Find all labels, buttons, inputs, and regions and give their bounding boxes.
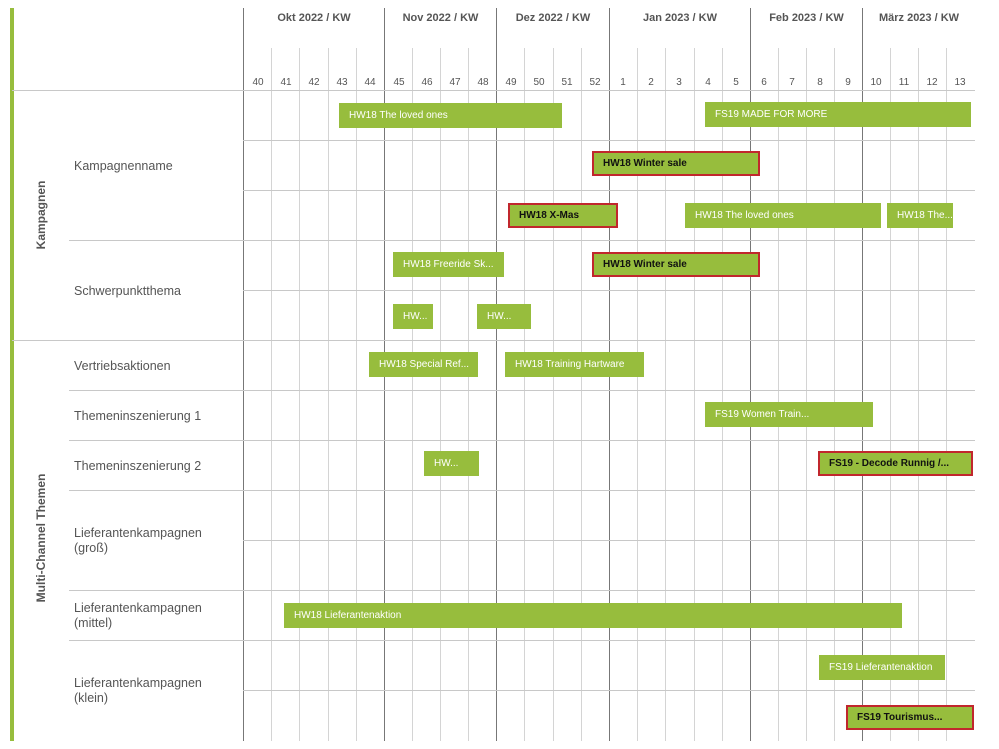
week-label: 11: [898, 77, 910, 88]
week-label: 52: [589, 77, 601, 88]
grid-line-week: [328, 48, 329, 741]
grid-line-row: [243, 690, 975, 691]
campaign-bar-hw-small-3[interactable]: HW...: [424, 451, 479, 476]
grid-line-week: [834, 48, 835, 741]
campaign-bar-fs19-lieferantenaktion[interactable]: FS19 Lieferantenaktion: [819, 655, 945, 680]
accent-bar: [10, 8, 14, 741]
grid-line-week: [299, 48, 300, 741]
week-label: 9: [845, 77, 851, 88]
campaign-bar-hw-small-2[interactable]: HW...: [477, 304, 531, 329]
campaign-bar-fs19-made-for-more[interactable]: FS19 MADE FOR MORE: [705, 102, 971, 127]
campaign-bar-hw18-loved-ones[interactable]: HW18 The loved ones: [339, 103, 562, 128]
week-label: 49: [505, 77, 517, 88]
grid-line-row: [243, 540, 975, 541]
week-label: 12: [926, 77, 938, 88]
grid-line-week: [778, 48, 779, 741]
grid-line-row: [243, 190, 975, 191]
month-header-jan: Jan 2023 / KW: [643, 12, 717, 24]
week-label: 45: [393, 77, 405, 88]
row-label-lieferantenkampagnen-klein: Lieferantenkampagnen (klein): [74, 676, 202, 705]
grid-line-week: [722, 48, 723, 741]
grid-line-week: [581, 48, 582, 741]
week-label: 8: [817, 77, 823, 88]
month-header-dez: Dez 2022 / KW: [515, 12, 591, 24]
grid-line-week: [918, 48, 919, 741]
grid-line-group: [12, 340, 975, 341]
campaign-bar-hw18-freeride[interactable]: HW18 Freeride Sk...: [393, 252, 504, 277]
grid-line-week: [468, 48, 469, 741]
week-label: 46: [421, 77, 433, 88]
grid-line-row: [69, 640, 975, 641]
grid-line-row: [69, 490, 975, 491]
grid-line-row: [69, 590, 975, 591]
week-label: 4: [705, 77, 711, 88]
week-label: 2: [648, 77, 654, 88]
grid-line-week: [694, 48, 695, 741]
grid-line-row: [243, 140, 975, 141]
campaign-bar-hw18-lieferantenaktion[interactable]: HW18 Lieferantenaktion: [284, 603, 902, 628]
week-label: 10: [870, 77, 882, 88]
campaign-bar-fs19-tourismus[interactable]: FS19 Tourismus...: [846, 705, 974, 730]
campaign-bar-hw18-the-truncated[interactable]: HW18 The...: [887, 203, 953, 228]
group-label-multichannel: Multi-Channel Themen: [34, 473, 48, 603]
campaign-bar-hw18-special-ref[interactable]: HW18 Special Ref...: [369, 352, 478, 377]
week-label: 41: [280, 77, 292, 88]
row-label-lieferantenkampagnen-mittel: Lieferantenkampagnen (mittel): [74, 601, 202, 630]
campaign-bar-hw18-winter-sale[interactable]: HW18 Winter sale: [592, 151, 760, 176]
week-label: 47: [449, 77, 461, 88]
week-label: 3: [676, 77, 682, 88]
grid-line-row: [69, 240, 975, 241]
week-label: 42: [308, 77, 320, 88]
week-label: 51: [561, 77, 573, 88]
campaign-bar-hw18-loved-ones-2[interactable]: HW18 The loved ones: [685, 203, 881, 228]
campaign-bar-fs19-women-train[interactable]: FS19 Women Train...: [705, 402, 873, 427]
week-label: 1: [620, 77, 626, 88]
campaign-bar-fs19-decode-running[interactable]: FS19 - Decode Runnig /...: [818, 451, 973, 476]
week-label: 6: [761, 77, 767, 88]
row-label-schwerpunktthema: Schwerpunktthema: [74, 284, 182, 298]
month-header-okt: Okt 2022 / KW: [277, 12, 351, 24]
grid-line-maerz: [862, 8, 863, 741]
grid-line-week: [524, 48, 525, 741]
week-label: 48: [477, 77, 489, 88]
campaign-bar-hw18-winter-sale-2[interactable]: HW18 Winter sale: [592, 252, 760, 277]
week-label: 43: [336, 77, 348, 88]
row-label-vertriebsaktionen: Vertriebsaktionen: [74, 359, 171, 373]
grid-line-row: [69, 390, 975, 391]
row-label-themeninszenierung-2: Themeninszenierung 2: [74, 459, 202, 473]
grid-line-header: [12, 90, 975, 91]
campaign-bar-hw18-x-mas[interactable]: HW18 X-Mas: [508, 203, 618, 228]
campaign-bar-hw-small-1[interactable]: HW...: [393, 304, 433, 329]
month-header-feb: Feb 2023 / KW: [769, 12, 844, 24]
grid-line-left-border: [243, 8, 244, 741]
grid-line-week: [356, 48, 357, 741]
grid-line-row: [243, 290, 975, 291]
grid-line-week: [890, 48, 891, 741]
week-label: 13: [954, 77, 966, 88]
week-label: 44: [364, 77, 376, 88]
grid-line-week: [440, 48, 441, 741]
row-label-themeninszenierung-1: Themeninszenierung 1: [74, 409, 202, 423]
month-header-maerz: März 2023 / KW: [878, 12, 960, 24]
grid-line-week: [412, 48, 413, 741]
month-header-nov: Nov 2022 / KW: [402, 12, 479, 24]
row-label-kampagnenname: Kampagnenname: [74, 159, 173, 173]
grid-line-week: [553, 48, 554, 741]
grid-line-dez: [496, 8, 497, 741]
week-label: 50: [533, 77, 545, 88]
grid-line-week: [806, 48, 807, 741]
week-label: 5: [733, 77, 739, 88]
campaign-bar-hw18-training-hartware[interactable]: HW18 Training Hartware: [505, 352, 644, 377]
grid-line-week: [665, 48, 666, 741]
row-label-lieferantenkampagnen-gross: Lieferantenkampagnen (groß): [74, 526, 202, 555]
grid-line-feb: [750, 8, 751, 741]
group-label-kampagnen: Kampagnen: [34, 180, 48, 250]
grid-line-week: [637, 48, 638, 741]
grid-line-week: [271, 48, 272, 741]
grid-line-row: [69, 440, 975, 441]
grid-line-week: [946, 48, 947, 741]
week-label: 40: [252, 77, 264, 88]
week-label: 7: [789, 77, 795, 88]
